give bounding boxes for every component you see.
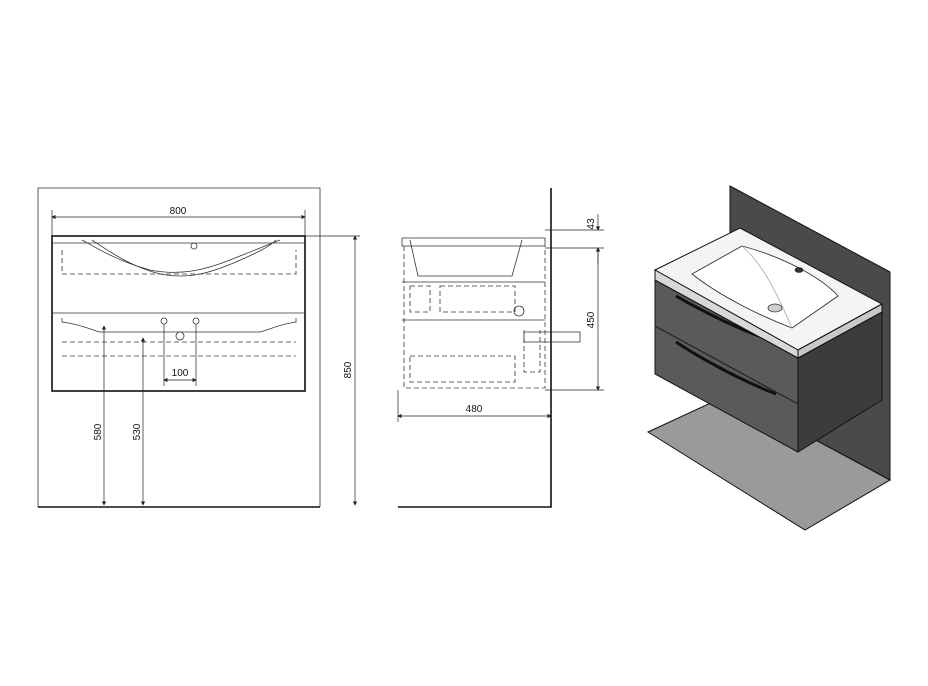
iso-floor: [646, 393, 892, 531]
iso-drawer-split: [654, 325, 799, 405]
side-siphon-hidden: [523, 330, 541, 373]
iso-basin-side-edge: [797, 303, 883, 359]
dim-label-43: 43: [586, 218, 597, 230]
dim-label-580: 580: [93, 423, 104, 440]
side-basin: [409, 239, 523, 277]
isometric-illustration: [646, 185, 892, 531]
dim-label-530: 530: [132, 423, 143, 440]
front-drawer-handle: [61, 318, 297, 333]
front-outlet-2: [192, 317, 200, 325]
side-siphon-trap: [513, 305, 525, 317]
front-cabinet-body: [51, 235, 306, 392]
dim-label-850: 850: [343, 361, 354, 378]
side-waste-pipe: [523, 331, 581, 343]
side-top-slab: [401, 237, 546, 247]
side-wall-floor: [398, 188, 552, 508]
side-hidden-box-3: [409, 355, 516, 383]
front-siphon: [175, 331, 185, 341]
front-basin-hidden: [61, 250, 297, 275]
dim-label-480: 480: [466, 404, 483, 415]
front-tap-hole: [190, 242, 198, 250]
side-hidden-box-2: [439, 285, 516, 313]
front-basin-curve: [81, 239, 281, 273]
side-view: 43 450 480: [397, 188, 604, 508]
side-cabinet-hidden: [403, 246, 546, 389]
iso-bowl: [691, 245, 839, 329]
dim-label-100: 100: [172, 368, 189, 379]
iso-drain: [767, 303, 783, 313]
front-wall-outline: [37, 187, 321, 507]
front-view: 800 100 580 530 850: [37, 187, 360, 508]
iso-tap-hole: [794, 267, 804, 273]
dim-label-800: 800: [170, 206, 187, 217]
iso-handle-bottom: [675, 340, 777, 396]
iso-bowl-shading: [741, 245, 793, 329]
dim-label-450: 450: [586, 311, 597, 328]
front-outlet-1: [160, 317, 168, 325]
side-hidden-box-1: [409, 285, 431, 313]
front-basin-curve-inner: [91, 239, 277, 277]
